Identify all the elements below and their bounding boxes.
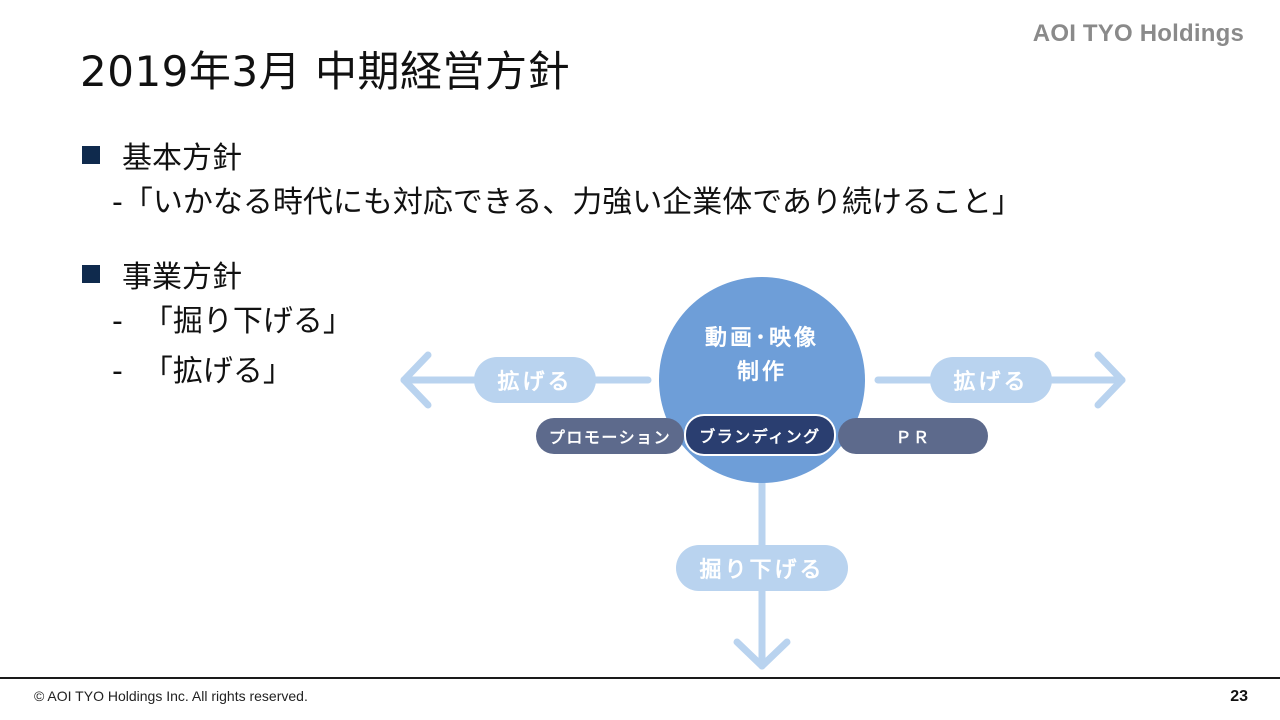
business-policy-item: -「掘り下げる」 [112,302,353,342]
tag-pr: ＰＲ [838,418,988,454]
expand-left-pill: 拡げる [474,357,596,403]
bullet-heading: 事業方針 [122,260,242,295]
policy-expand: 「拡げる」 [142,354,293,389]
dash: - [112,354,123,389]
center-circle-label: 動画･映像 制作 [660,322,864,390]
page-title: 2019年3月 中期経営方針 [80,47,570,96]
dig-deeper-pill: 掘り下げる [676,545,848,591]
bullet-business-policy: 事業方針 [82,255,242,295]
bullet-heading: 基本方針 [122,141,242,176]
tag-branding: ブランディング [686,416,834,454]
center-label-line2: 制作 [736,360,787,385]
page-number: 23 [1230,688,1248,705]
business-policy-item: -「拡げる」 [112,352,293,392]
tag-promotion: プロモーション [536,418,684,454]
center-label-line1: 動画･映像 [704,326,819,351]
bullet-basic-policy: 基本方針 [82,136,242,176]
footer-divider [0,677,1280,679]
policy-dig-deeper: 「掘り下げる」 [142,304,353,339]
brand-logo-text: AOI TYO Holdings [1032,20,1244,47]
basic-policy-text: -「いかなる時代にも対応できる、力強い企業体であり続けること」 [112,185,1022,220]
bullet-square-icon [82,146,100,164]
dash: - [112,304,123,339]
expand-right-pill: 拡げる [930,357,1052,403]
copyright-text: © AOI TYO Holdings Inc. All rights reser… [34,688,308,704]
bullet-square-icon [82,265,100,283]
